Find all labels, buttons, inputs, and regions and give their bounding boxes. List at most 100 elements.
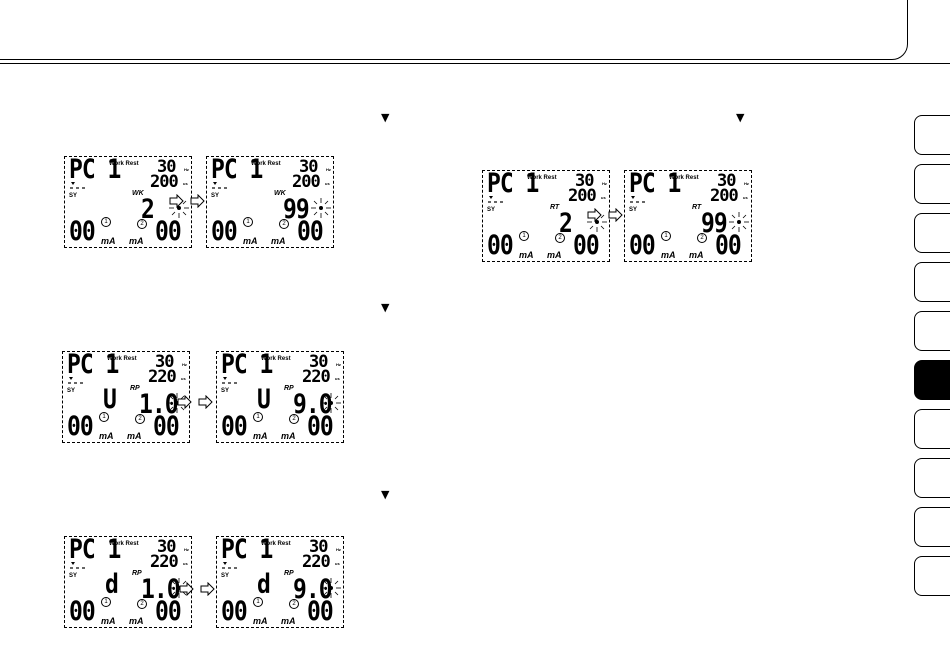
pulse-width-value: 220 [302,367,331,387]
right-intensity: 00 [573,231,600,261]
us-unit: us [335,561,340,566]
setting-value: 9.0 [293,390,333,420]
program-label: PC 1 [67,350,119,380]
lcd-display-wk-after: PC 1 Work Rest 30 Hz 200 us SY WK 99 00 … [206,155,334,248]
flashing-icon [311,198,331,218]
right-ma-unit: mA [129,616,144,626]
channel-2-marker: 2 [135,414,145,424]
left-ma-unit: mA [661,250,676,260]
right-intensity: 00 [307,597,334,627]
side-tab [914,115,950,155]
hz-unit: Hz [744,181,749,186]
frequency-value: 30 [309,352,329,372]
us-unit: us [601,195,606,200]
battery-indicator-icon [68,377,83,384]
center-symbol: d [257,570,271,600]
right-ma-unit: mA [129,236,144,246]
transition-arrow-icon [177,395,213,409]
mode-label: RP [132,570,142,577]
sy-label: SY [67,388,76,394]
hz-unit: Hz [326,167,331,172]
channel-1-marker: 1 [101,597,111,607]
setting-value: 9.0 [293,575,333,605]
program-label: PC 1 [221,350,273,380]
work-rest-label: Work Rest [109,161,139,167]
side-tab [914,409,950,449]
battery-indicator-icon [488,196,503,203]
side-tab [914,556,950,596]
frequency-value: 30 [155,352,175,372]
left-ma-unit: mA [99,431,114,441]
work-rest-label: Work Rest [527,175,557,181]
sy-label: SY [487,207,496,213]
program-label: PC 1 [629,169,681,199]
pulse-width-value: 200 [568,186,597,206]
side-tab [914,458,950,498]
side-tab [914,507,950,547]
mode-label: RP [284,570,294,577]
battery-indicator-icon [70,182,85,189]
mode-label: RT [550,204,560,211]
mode-label: WK [132,190,144,197]
frequency-value: 30 [299,157,319,177]
side-tab-active [914,360,950,400]
right-ma-unit: mA [547,250,562,260]
frequency-value: 30 [717,171,737,191]
mode-label: WK [274,190,286,197]
flashing-icon [321,578,341,598]
channel-1-marker: 1 [101,217,111,227]
channel-1-marker: 1 [99,412,109,422]
battery-indicator-icon [70,562,85,569]
channel-1-marker: 1 [243,217,253,227]
hz-unit: Hz [184,547,189,552]
transition-arrow-icon [179,582,215,596]
work-rest-label: Work Rest [261,356,291,362]
side-tab [914,262,950,302]
lcd-display-rpu-before: PC 1 Work Rest 30 Hz 220 us SY RP U 1.0 … [62,350,190,443]
flashing-icon [321,393,341,413]
header-rule [0,63,950,64]
frequency-value: 30 [157,537,177,557]
pulse-width-value: 200 [150,172,179,192]
right-ma-unit: mA [127,431,142,441]
frequency-value: 30 [157,157,177,177]
left-intensity: 00 [221,412,248,442]
lcd-display-rpd-before: PC 1 Work Rest 30 Hz 220 us SY RP d 1.0 … [64,535,192,628]
hz-unit: Hz [336,547,341,552]
battery-indicator-icon [222,377,237,384]
header-frame [0,0,908,60]
hz-unit: Hz [602,181,607,186]
sy-label: SY [69,573,78,579]
right-intensity: 00 [155,217,182,247]
side-tab [914,311,950,351]
program-label: PC 1 [487,169,539,199]
channel-1-marker: 1 [519,231,529,241]
setting-value: 1.0 [141,575,181,605]
us-unit: us [183,561,188,566]
channel-1-marker: 1 [661,231,671,241]
sy-label: SY [69,193,78,199]
hz-unit: Hz [182,362,187,367]
center-symbol: U [103,385,117,415]
right-ma-unit: mA [281,616,296,626]
channel-2-marker: 2 [289,599,299,609]
us-unit: us [743,195,748,200]
sy-label: SY [221,573,230,579]
left-ma-unit: mA [101,236,116,246]
hz-unit: Hz [336,362,341,367]
program-label: PC 1 [211,155,263,185]
center-symbol: U [257,385,271,415]
us-unit: us [181,376,186,381]
right-intensity: 00 [307,412,334,442]
right-ma-unit: mA [281,431,296,441]
program-label: PC 1 [69,155,121,185]
work-rest-label: Work Rest [109,541,139,547]
step-marker-1: ▼ [381,111,390,124]
right-intensity: 00 [715,231,742,261]
mode-label: RP [130,385,140,392]
pulse-width-value: 220 [148,367,177,387]
lcd-display-rt-after: PC 1 Work Rest 30 Hz 200 us SY RT 99 00 … [624,169,752,262]
step-marker-3: ▼ [381,301,390,314]
channel-2-marker: 2 [137,599,147,609]
us-unit: us [325,181,330,186]
